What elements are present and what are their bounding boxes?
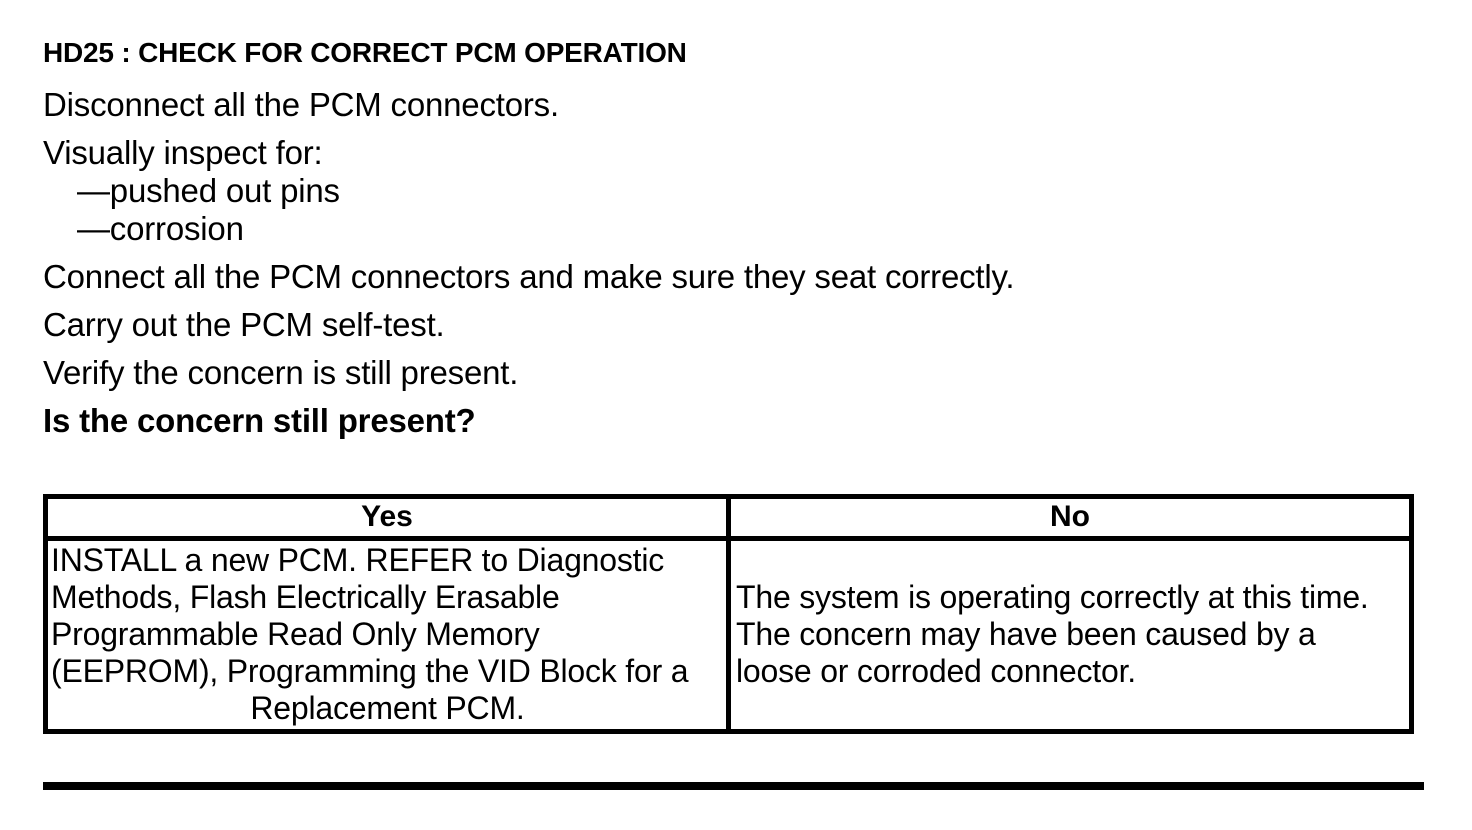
inspect-item-list: —pushed out pins —corrosion (43, 172, 1427, 248)
no-column-header: No (726, 494, 1414, 541)
yes-result-text-last-line: Replacement PCM. (250, 690, 525, 726)
step-connect-connectors: Connect all the PCM connectors and make … (43, 258, 1015, 295)
no-result-text: The system is operating correctly at thi… (736, 579, 1369, 689)
inspect-item-pushed-out-pins: —pushed out pins (77, 172, 340, 209)
yes-column-header: Yes (43, 494, 731, 541)
results-table-body-row: INSTALL a new PCM. REFER to Diagnostic M… (43, 536, 1414, 734)
step-verify-concern: Verify the concern is still present. (43, 354, 519, 391)
yes-result-text: INSTALL a new PCM. REFER to Diagnostic M… (51, 542, 689, 689)
procedure-title: HD25 : CHECK FOR CORRECT PCM OPERATION (43, 37, 687, 68)
step-disconnect-connectors: Disconnect all the PCM connectors. (43, 86, 559, 123)
question-text: Is the concern still present? (43, 402, 476, 439)
inspect-item-corrosion: —corrosion (77, 210, 244, 247)
results-table-header-row: Yes No (43, 494, 1414, 541)
bottom-divider (43, 782, 1424, 790)
step-visually-inspect: Visually inspect for: (43, 134, 323, 171)
yes-result-cell: INSTALL a new PCM. REFER to Diagnostic M… (43, 536, 731, 734)
document-page: HD25 : CHECK FOR CORRECT PCM OPERATION D… (43, 37, 1427, 790)
results-table: Yes No INSTALL a new PCM. REFER to Diagn… (43, 494, 1414, 734)
step-pcm-self-test: Carry out the PCM self-test. (43, 306, 445, 343)
no-result-cell: The system is operating correctly at thi… (726, 536, 1414, 734)
